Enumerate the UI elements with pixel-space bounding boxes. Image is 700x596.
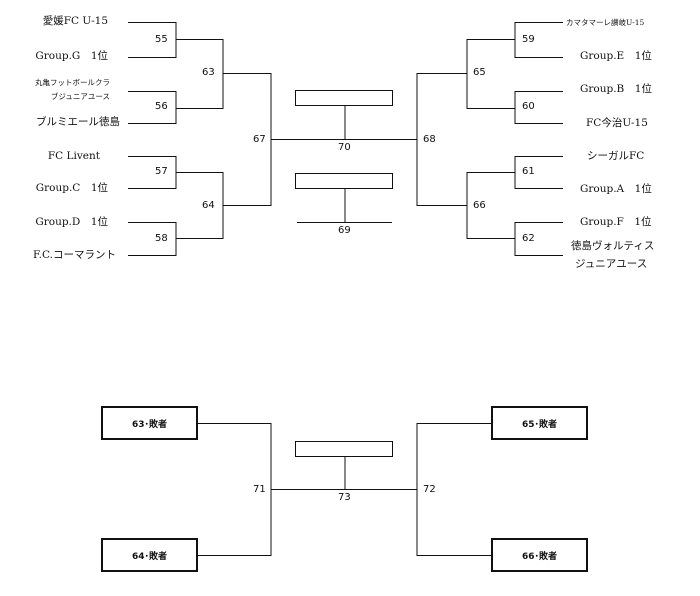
team-left-8: F.C.コーマラント <box>33 249 116 261</box>
match-63: 63 <box>202 67 215 78</box>
team-left-3-line1: 丸亀フットボールクラ <box>35 78 110 87</box>
match-70: 70 <box>338 142 351 153</box>
team-left-1: 愛媛FC U-15 <box>42 15 108 27</box>
match-68: 68 <box>423 134 436 145</box>
match-58: 58 <box>155 233 168 244</box>
team-right-5: シーガルFC <box>587 150 645 162</box>
team-right-8-line2: ジュニアユース <box>575 258 648 270</box>
match-64: 64 <box>202 200 215 211</box>
match-72: 72 <box>423 484 436 495</box>
team-left-7: Group.D 1位 <box>35 216 108 228</box>
match-73: 73 <box>338 492 351 503</box>
match-59: 59 <box>522 34 535 45</box>
team-right-8-line1: 徳島ヴォルティス <box>571 240 655 252</box>
team-right-4: FC今治U-15 <box>586 117 648 129</box>
match-71: 71 <box>253 484 266 495</box>
team-right-6: Group.A 1位 <box>580 183 652 195</box>
team-right-3: Group.B 1位 <box>580 83 652 95</box>
match-66: 66 <box>473 200 486 211</box>
team-right-7: Group.F 1位 <box>580 216 652 228</box>
match-57: 57 <box>155 166 168 177</box>
team-left-5: FC Livent <box>47 150 100 162</box>
match-65: 65 <box>473 67 486 78</box>
match-62: 62 <box>522 233 535 244</box>
team-left-3-line2: ブジュニアユース <box>50 92 110 101</box>
match-69: 69 <box>338 225 351 236</box>
box-66-loser: 66･敗者 <box>491 538 588 572</box>
box-65-loser: 65･敗者 <box>491 406 588 440</box>
team-right-2: Group.E 1位 <box>580 50 652 62</box>
match-60: 60 <box>522 101 535 112</box>
box-64-loser: 64･敗者 <box>101 538 198 572</box>
match-67: 67 <box>253 134 266 145</box>
team-left-6: Group.C 1位 <box>35 182 108 194</box>
team-right-1: カマタマーレ讃岐U-15 <box>566 18 645 27</box>
box-63-loser: 63･敗者 <box>101 406 198 440</box>
match-55: 55 <box>155 34 168 45</box>
match-61: 61 <box>522 166 535 177</box>
match-56: 56 <box>155 101 168 112</box>
team-left-4: ブルミエール徳島 <box>36 116 120 128</box>
team-left-2: Group.G 1位 <box>35 50 108 62</box>
